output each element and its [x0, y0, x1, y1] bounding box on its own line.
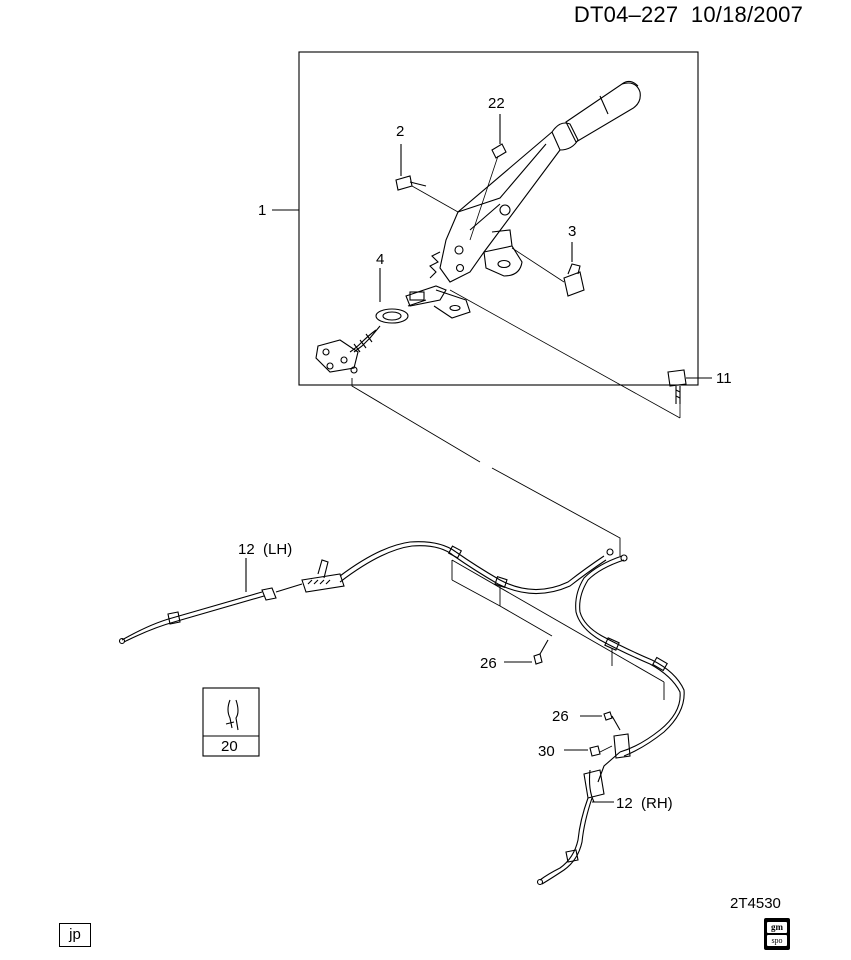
cable-rh — [536, 554, 685, 886]
callout-2: 2 — [396, 123, 404, 140]
callout-26-a: 26 — [480, 655, 497, 672]
part-26-bolt — [504, 639, 549, 665]
connector-line — [351, 378, 481, 463]
callout-30: 30 — [538, 743, 555, 760]
logo-bottom-text: spo — [767, 935, 787, 946]
diagram-reference: 2T4530 — [730, 895, 781, 912]
callout-3: 3 — [568, 223, 576, 240]
logo-top-text: gm — [767, 922, 787, 933]
gm-spo-logo: gm spo — [764, 918, 790, 950]
callout-22: 22 — [488, 95, 505, 112]
assembly-frame — [298, 51, 699, 386]
part-22-clip — [469, 114, 507, 241]
callout-20: 20 — [221, 738, 238, 755]
doc-id: DT04–227 — [573, 2, 679, 27]
part-2-bolt — [395, 144, 459, 213]
part-11-bolt — [449, 289, 712, 419]
doc-date: 10/18/2007 — [690, 2, 803, 27]
callout-11: 11 — [716, 370, 732, 387]
part-4-boot — [315, 268, 427, 374]
callout-12-rh: 12 (RH) — [616, 795, 673, 812]
callout-12-lh: 12 (LH) — [238, 541, 292, 558]
callout-1: 1 — [258, 202, 266, 219]
connector-line-2 — [491, 467, 621, 556]
hand-brake-lever — [405, 80, 641, 319]
bracket-lines — [451, 559, 665, 700]
cable-lh — [118, 541, 614, 645]
language-badge: jp — [59, 923, 91, 947]
part-20-box — [202, 687, 260, 757]
callout-26-b: 26 — [552, 708, 569, 725]
part-3-switch — [511, 242, 585, 297]
callout-4: 4 — [376, 251, 384, 268]
document-header: DT04–227 10/18/2007 — [574, 2, 803, 28]
